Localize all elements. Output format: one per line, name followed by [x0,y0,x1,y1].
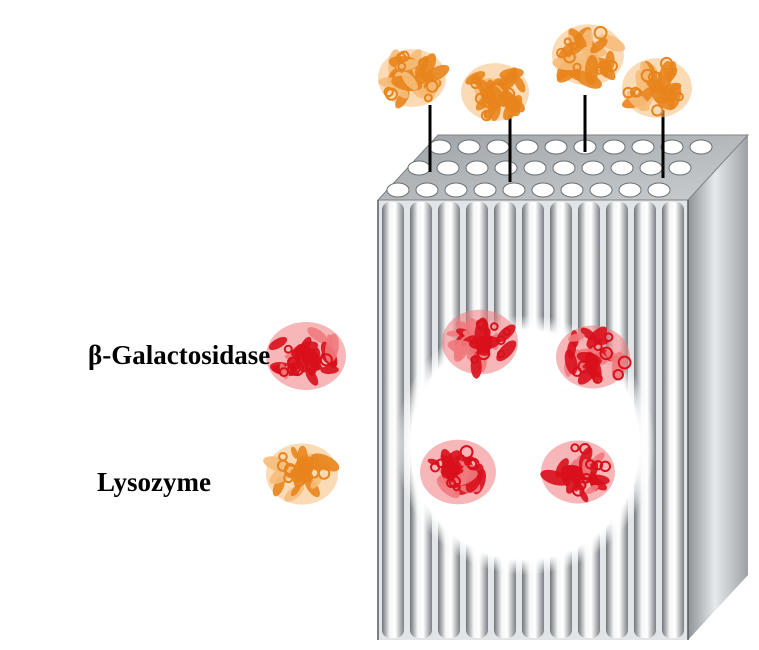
pore-opening [444,182,468,198]
pore-opening [494,160,518,176]
pore-opening [502,182,526,198]
pore-openings [386,139,713,198]
pore-opening [544,139,568,155]
pore-opening [647,182,671,198]
pore-opening [473,182,497,198]
pore-opening [428,139,452,155]
pore-opening [618,182,642,198]
pore-opening [415,182,439,198]
pore-opening [552,160,576,176]
pore-opening [639,160,663,176]
pore-opening [560,182,584,198]
proteins [263,24,692,505]
pore-opening [523,160,547,176]
pore-opening [531,182,555,198]
pore-opening [610,160,634,176]
block-side-face [688,135,748,640]
pore-opening [486,139,510,155]
pore-opening [457,139,481,155]
lysozyme-protein [461,63,529,122]
legend-galactosidase-icon [266,322,346,390]
pore-channel [662,202,684,638]
pore-opening [581,160,605,176]
legend-label-galactosidase: β-Galactosidase [88,340,271,370]
pore-opening [515,139,539,155]
pore-opening [689,139,713,155]
lysozyme-protein [552,24,626,89]
pore-opening [660,139,684,155]
pore-opening [668,160,692,176]
lysozyme-protein [621,56,692,118]
pore-opening [407,160,431,176]
pore-channel [382,202,404,638]
galactosidase-protein [420,439,496,505]
tethers [428,95,665,182]
pore-opening [589,182,613,198]
pore-opening [386,182,410,198]
galactosidase-protein [556,325,632,389]
galactosidase-protein [540,440,615,504]
legend-label-lysozyme: Lysozyme [97,467,211,497]
pore-opening [465,160,489,176]
pore-opening [631,139,655,155]
lysozyme-protein [378,49,450,109]
legend-lysozyme-icon [263,443,340,505]
pore-opening [602,139,626,155]
pore-opening [436,160,460,176]
galactosidase-protein [442,309,518,379]
